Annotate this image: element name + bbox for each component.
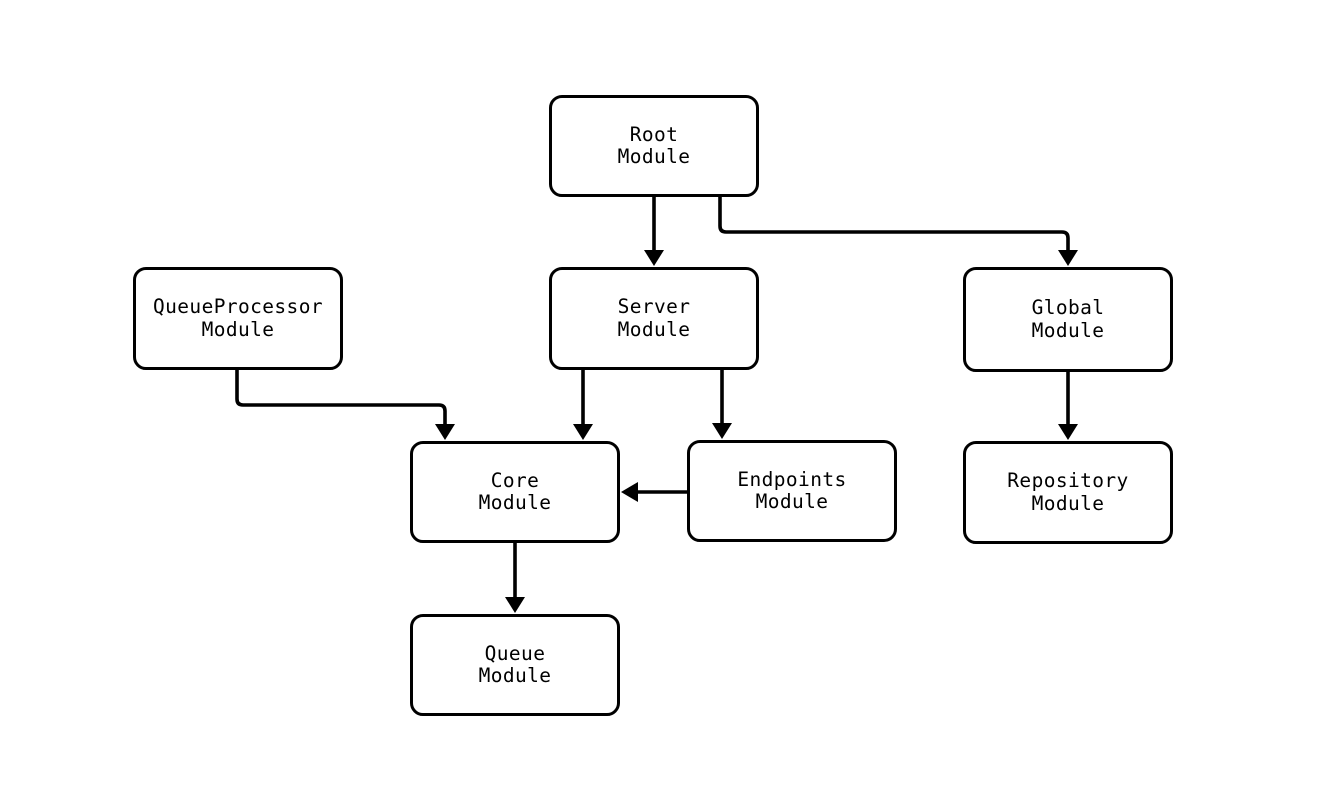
node-queue-module[interactable]: Queue Module bbox=[410, 614, 620, 716]
node-endpoints-module[interactable]: Endpoints Module bbox=[687, 440, 897, 542]
node-queueprocessor-module[interactable]: QueueProcessor Module bbox=[133, 267, 343, 370]
node-root-module-label: Root Module bbox=[617, 122, 691, 168]
node-root-module[interactable]: Root Module bbox=[549, 95, 759, 197]
node-queueprocessor-module-label: QueueProcessor Module bbox=[153, 295, 323, 341]
edge-server-to-core bbox=[573, 370, 593, 440]
edge-core-to-queue bbox=[505, 543, 525, 613]
node-server-module-label: Server Module bbox=[617, 295, 691, 341]
edge-root-to-server bbox=[644, 197, 664, 266]
node-server-module[interactable]: Server Module bbox=[549, 267, 759, 370]
edge-server-to-endpoints bbox=[712, 370, 732, 439]
node-queue-module-label: Queue Module bbox=[478, 641, 552, 687]
edge-queueprocessor-to-core bbox=[235, 370, 455, 440]
node-core-module-label: Core Module bbox=[478, 468, 552, 514]
node-endpoints-module-label: Endpoints Module bbox=[737, 467, 847, 513]
edge-root-to-global bbox=[718, 197, 1078, 266]
node-repository-module-label: Repository Module bbox=[1007, 469, 1129, 515]
node-global-module[interactable]: Global Module bbox=[963, 267, 1173, 372]
node-repository-module[interactable]: Repository Module bbox=[963, 441, 1173, 544]
node-core-module[interactable]: Core Module bbox=[410, 441, 620, 543]
edge-global-to-repository bbox=[1058, 372, 1078, 440]
node-global-module-label: Global Module bbox=[1031, 296, 1105, 342]
edge-endpoints-to-core bbox=[621, 482, 687, 502]
